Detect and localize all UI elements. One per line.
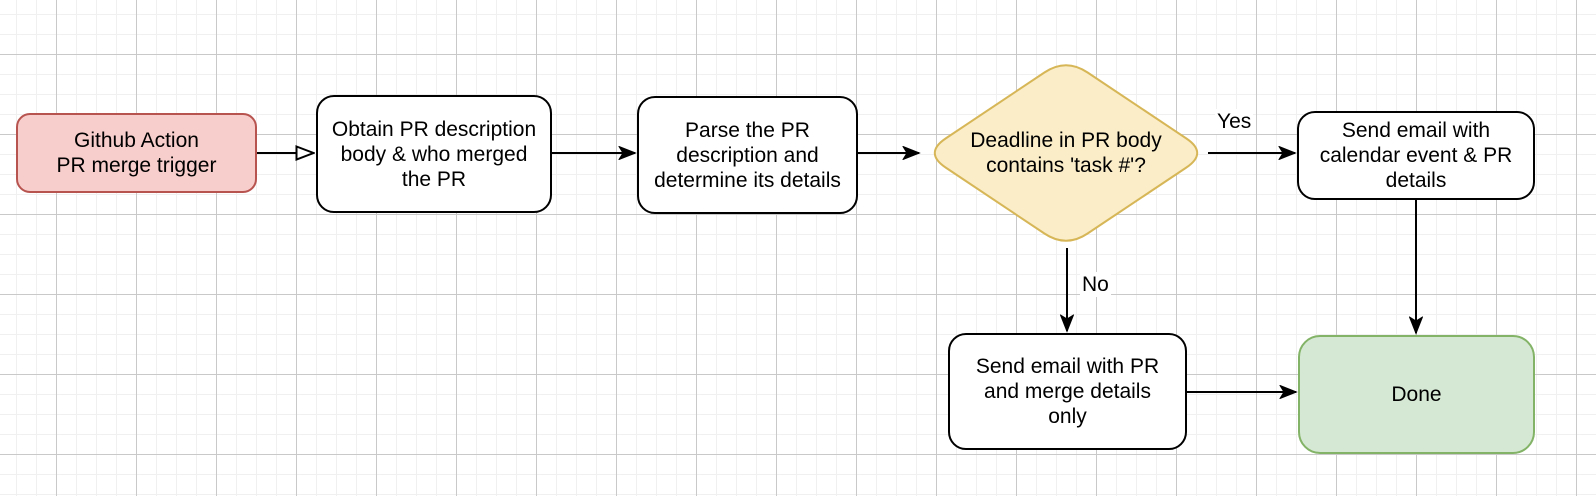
node-send-email-calendar-label: Send email with calendar event & PR deta…	[1319, 119, 1513, 192]
node-obtain-pr-description[interactable]: Obtain PR description body & who merged …	[316, 95, 552, 213]
node-send-email-calendar[interactable]: Send email with calendar event & PR deta…	[1297, 111, 1535, 200]
node-parse-pr-description[interactable]: Parse the PR description and determine i…	[637, 96, 858, 214]
node-send-email-pr-only-label: Send email with PR and merge details onl…	[975, 355, 1160, 428]
node-parse-pr-description-label: Parse the PR description and determine i…	[654, 118, 841, 192]
edge-label-yes: Yes	[1215, 109, 1254, 134]
node-github-trigger[interactable]: Github Action PR merge trigger	[16, 113, 257, 193]
node-github-trigger-label: Github Action PR merge trigger	[56, 129, 217, 177]
node-send-email-pr-only[interactable]: Send email with PR and merge details onl…	[948, 333, 1187, 450]
edge-label-no: No	[1080, 272, 1111, 297]
decision-diamond-shape[interactable]	[933, 64, 1199, 242]
decision-deadline-label[interactable]: Deadline in PR body contains 'task #'?	[970, 129, 1162, 177]
node-done[interactable]: Done	[1298, 335, 1535, 454]
node-done-label: Done	[1391, 383, 1442, 406]
node-obtain-pr-description-label: Obtain PR description body & who merged …	[331, 117, 537, 191]
